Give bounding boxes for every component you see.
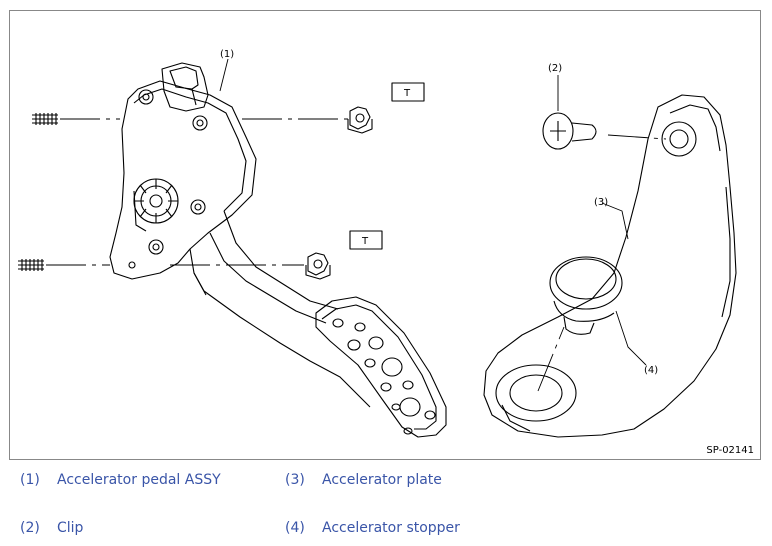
legend-number: (4) [285,520,305,536]
torque-mark-upper: T [403,88,411,99]
clip-drawing [542,112,597,150]
torque-mark-lower: T [361,236,369,247]
callout-3: (3) [594,197,608,208]
exploded-diagram: (1) (2) (3) (4) T T SP-02141 [9,10,761,460]
legend-item-4: (4) Accelerator stopper [285,520,460,536]
legend-label: Accelerator pedal ASSY [57,472,221,488]
legend-number: (2) [20,520,40,536]
legend-item-3: (3) Accelerator plate [285,472,442,488]
accelerator-plate-drawing [483,94,737,438]
flange-nut-upper [347,106,373,134]
legend-number: (3) [285,472,305,488]
callout-2: (2) [548,63,562,74]
stud-bolt-upper [32,113,58,125]
legend-item-1: (1) Accelerator pedal ASSY [20,472,221,488]
accelerator-pedal-assy-drawing [109,62,447,438]
legend-label: Accelerator plate [322,472,442,488]
legend-number: (1) [20,472,40,488]
callout-1: (1) [220,49,234,60]
legend-item-2: (2) Clip [20,520,83,536]
figure-code: SP-02141 [706,445,754,456]
accelerator-stopper-drawing [549,256,623,335]
legend-label: Clip [57,520,84,536]
diagram-drawing: (1) (2) (3) (4) T T [18,49,737,438]
flange-nut-lower [305,252,331,280]
torque-box-lower [349,230,383,250]
callout-4: (4) [644,365,658,376]
stud-bolt-lower [18,259,44,271]
legend-label: Accelerator stopper [322,520,460,536]
torque-box-upper [391,82,425,102]
